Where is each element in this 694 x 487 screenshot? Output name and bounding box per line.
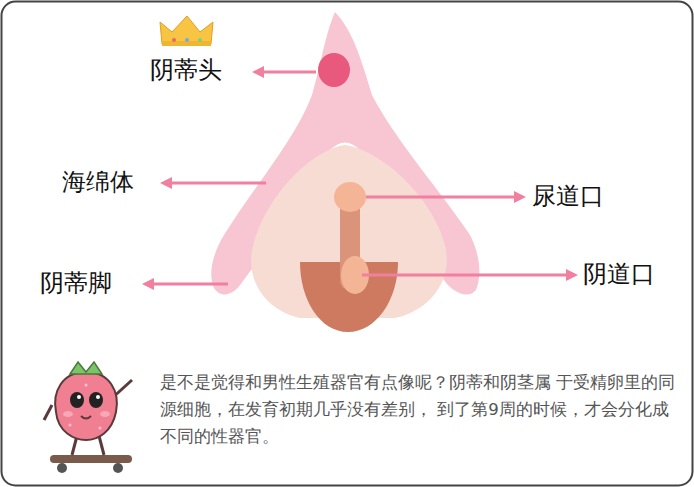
crown-icon [160,16,213,46]
leader-lines [148,72,572,284]
vestibule [251,145,447,318]
strawberry-mascot [44,362,132,473]
note-text: 是不是觉得和男性生殖器官有点像呢？阴蒂和阴茎属 于受精卵里的同源细胞，在发育初期… [160,369,680,450]
urethral-opening [334,182,366,212]
part-label: 阴道口 [583,260,655,289]
part-label: 阴蒂脚 [40,269,112,298]
glans-clitoris [318,53,350,87]
part-label: 海绵体 [62,168,134,197]
part-label: 尿道口 [532,182,604,211]
part-label: 阴蒂头 [150,56,222,85]
